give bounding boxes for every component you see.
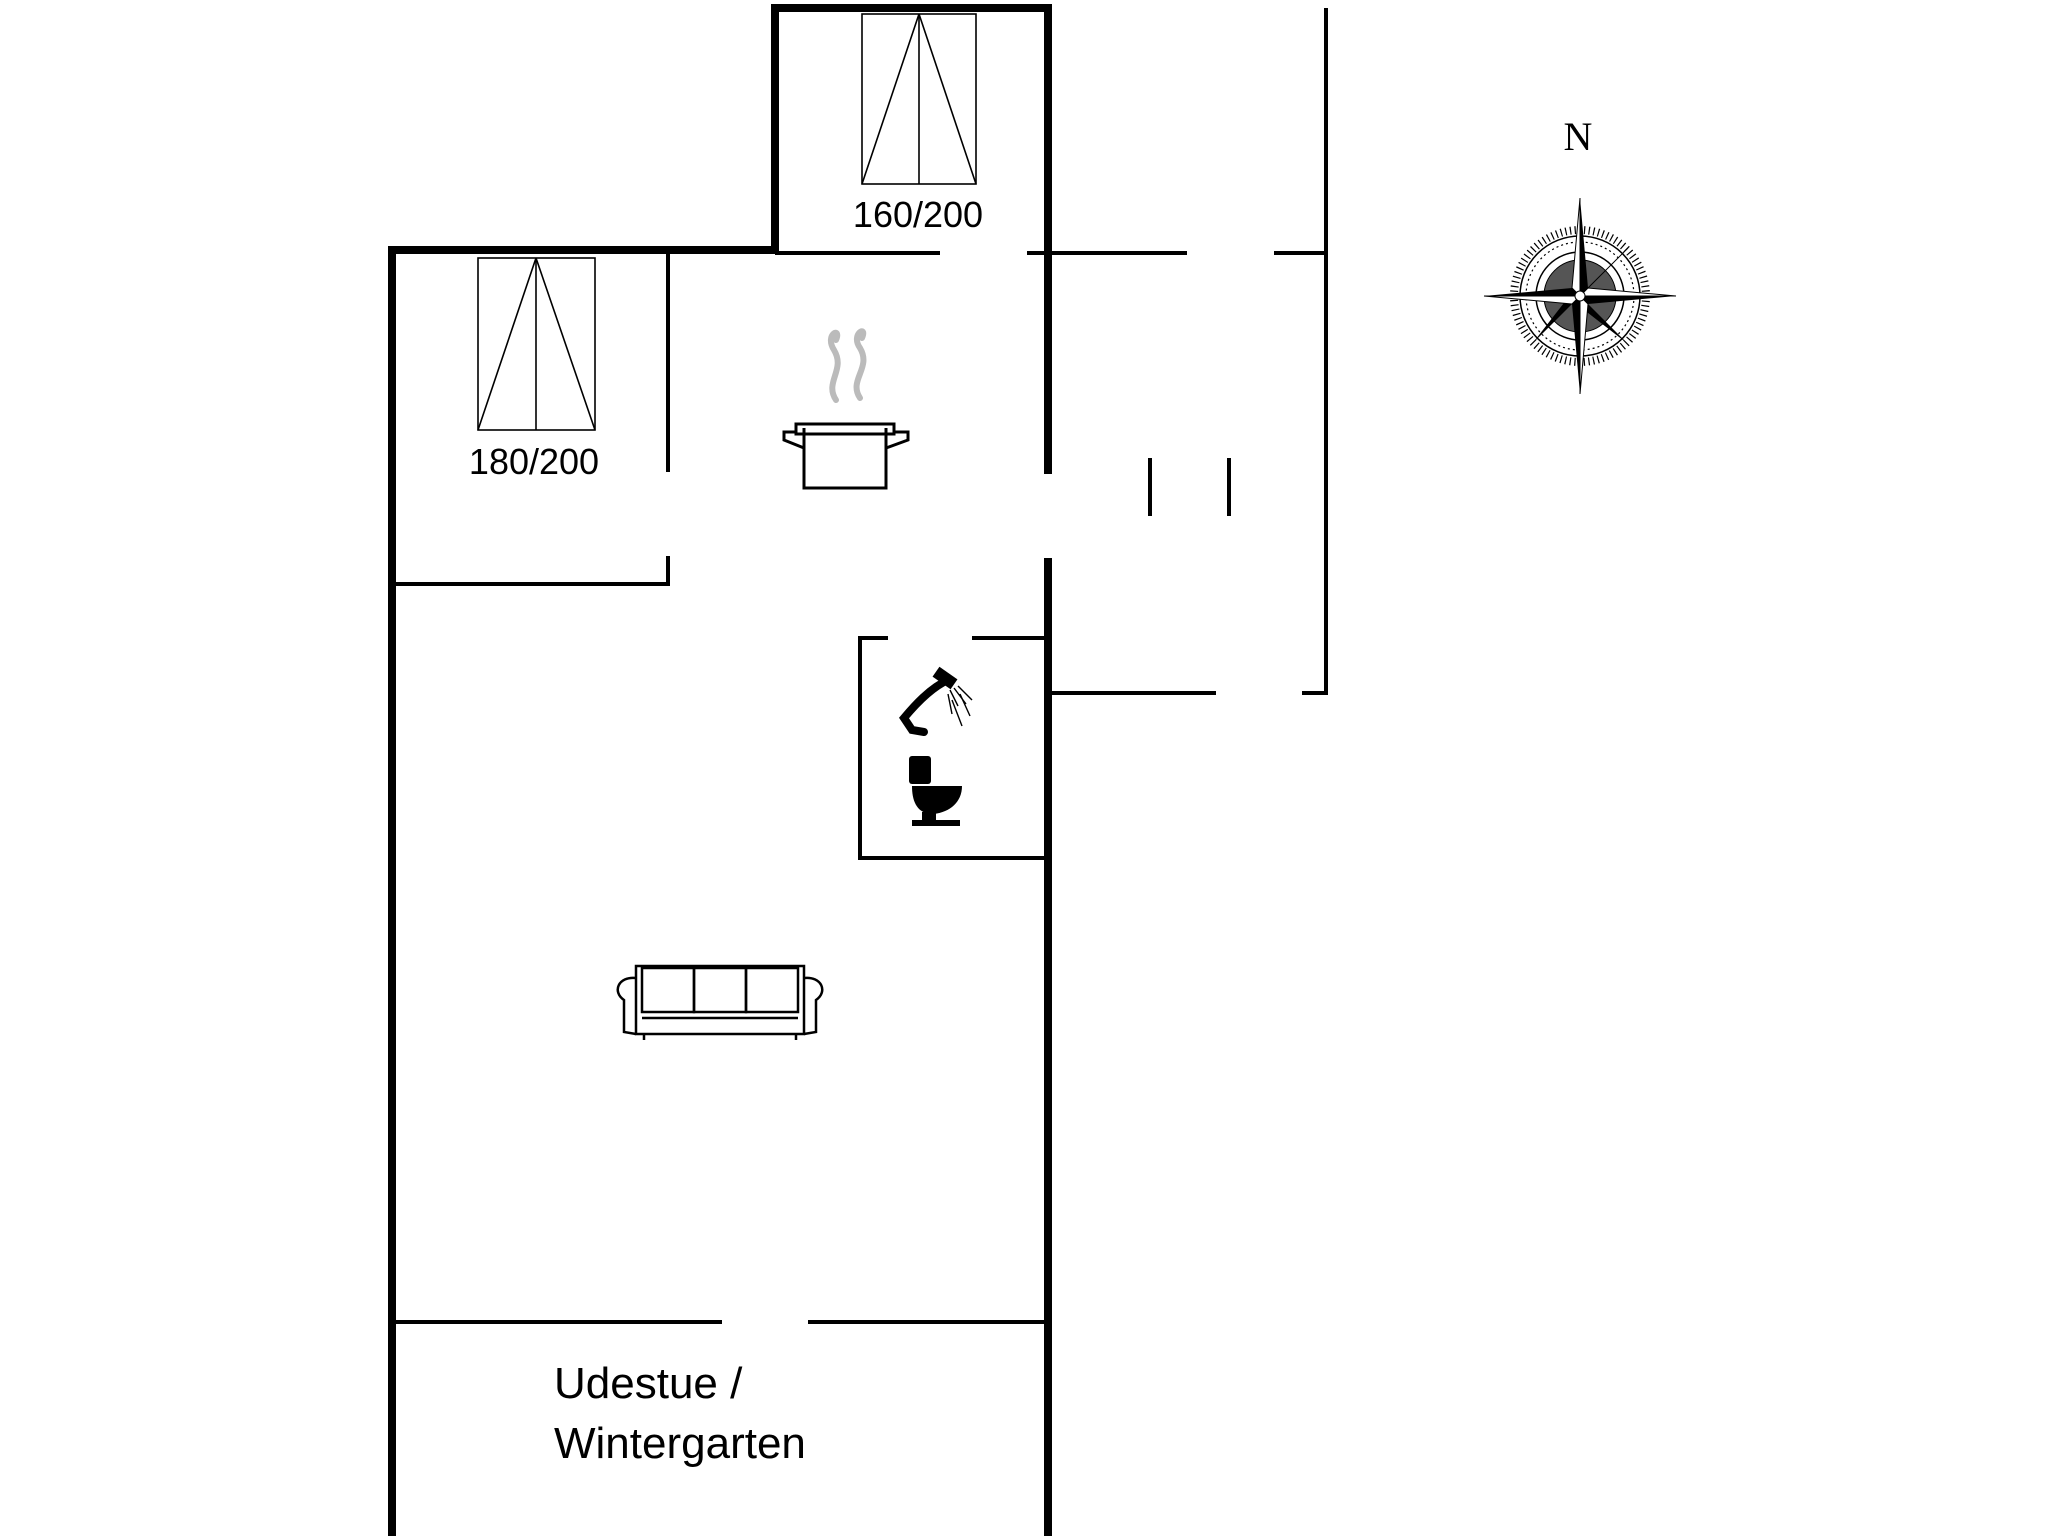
compass-rose-icon [1483, 197, 1677, 395]
interior-walls [392, 250, 1048, 1324]
shower-icon [899, 666, 973, 736]
terrace-outline [1052, 8, 1328, 695]
double-bed-icon [861, 13, 977, 185]
conservatory-label-line2: Wintergarten [554, 1419, 806, 1468]
cooking-pot-icon [782, 328, 910, 490]
bed-size-label: 160/200 [853, 194, 983, 235]
bed-160-200: 160/200 [853, 13, 983, 235]
conservatory-label-line1: Udestue / [554, 1359, 743, 1408]
double-bed-icon [477, 257, 596, 431]
exterior-walls [388, 4, 1052, 1536]
sofa-icon [616, 964, 824, 1040]
bed-size-label: 180/200 [469, 441, 599, 482]
north-label: N [1564, 114, 1593, 159]
compass: N [1483, 114, 1677, 395]
bed-180-200: 180/200 [469, 257, 599, 482]
conservatory-label: Udestue / Wintergarten [554, 1359, 806, 1468]
toilet-icon [909, 756, 962, 826]
